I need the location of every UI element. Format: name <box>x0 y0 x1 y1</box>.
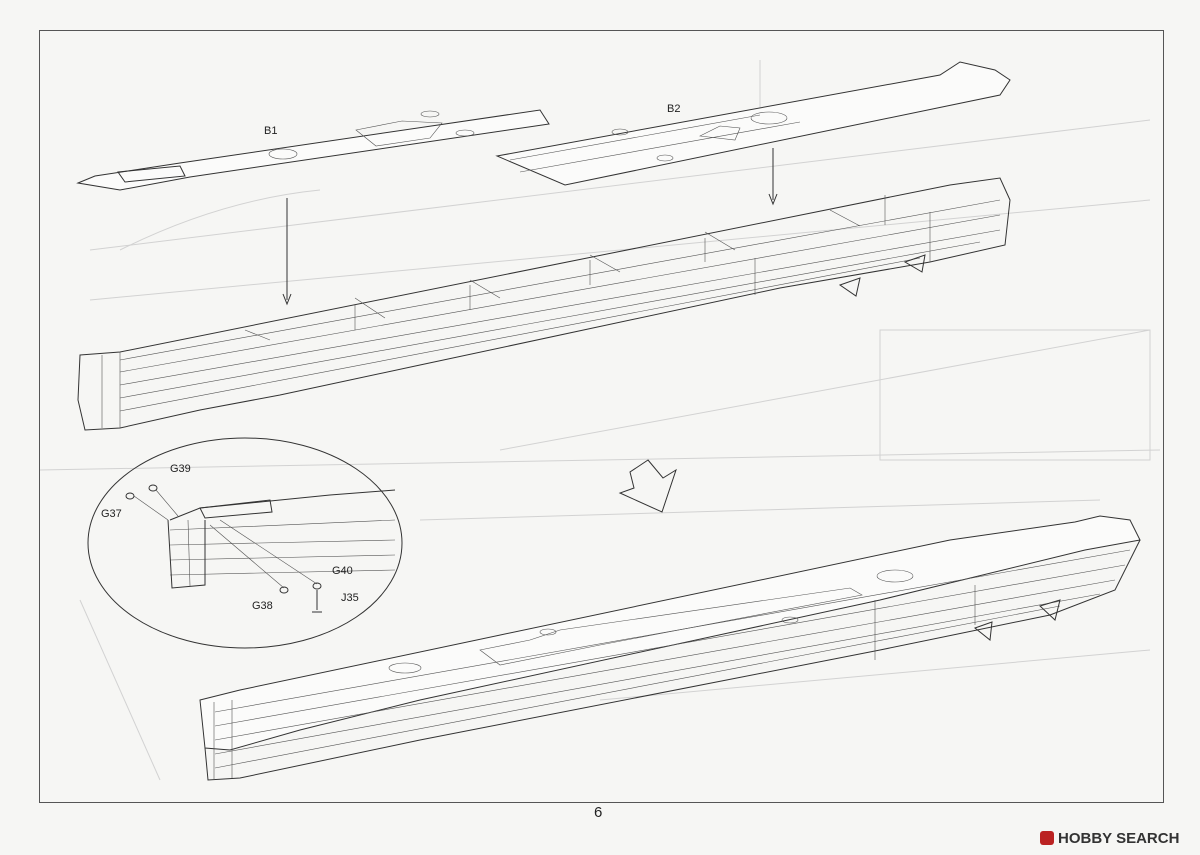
insert-arrows <box>282 148 778 306</box>
part-label-b2: B2 <box>667 103 681 115</box>
deck-part-b2 <box>495 61 1011 186</box>
part-label-j35: J35 <box>341 592 359 604</box>
watermark-logo-icon <box>1040 831 1054 845</box>
hull-upper <box>77 177 1011 431</box>
watermark: HOBBY SEARCH <box>1040 828 1179 848</box>
ghost-lines <box>39 60 1161 781</box>
part-label-g39: G39 <box>170 463 191 475</box>
part-label-b1: B1 <box>264 125 278 137</box>
part-label-g40: G40 <box>332 565 353 577</box>
step-arrow <box>618 459 677 513</box>
watermark-text: HOBBY SEARCH <box>1058 829 1180 847</box>
part-label-g37: G37 <box>101 508 122 520</box>
detail-callout <box>87 437 403 649</box>
part-label-g38: G38 <box>252 600 273 612</box>
deck-part-b1 <box>76 109 550 191</box>
hull-lower <box>199 515 1141 781</box>
page-number: 6 <box>594 804 603 821</box>
page-frame <box>39 30 1164 803</box>
